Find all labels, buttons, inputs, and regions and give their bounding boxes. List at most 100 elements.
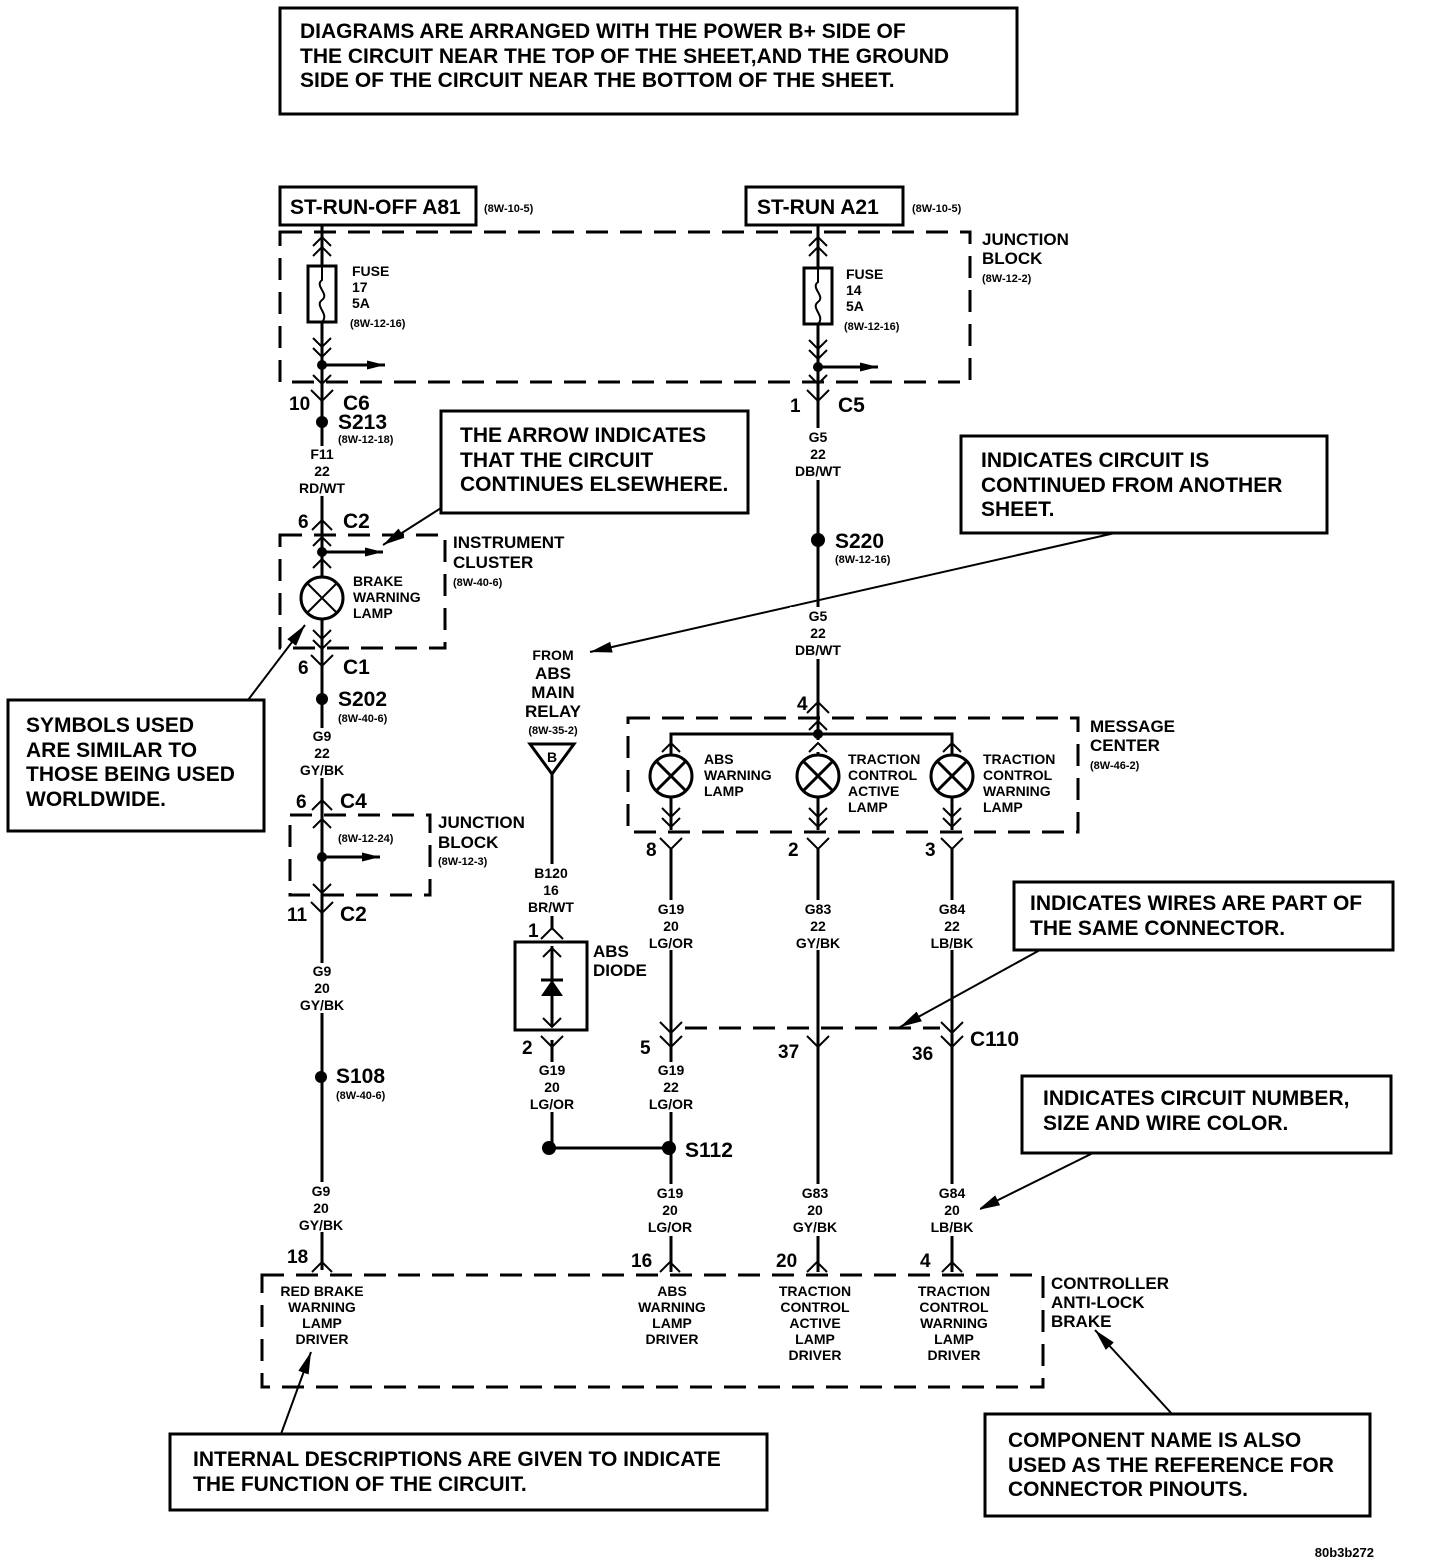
callout-arrow-box bbox=[439, 409, 750, 515]
connector-cab-pin-16: 16 bbox=[631, 1251, 652, 1272]
splice-s220-ref: (8W-12-16) bbox=[835, 554, 891, 566]
connector-c4-pin: 6 bbox=[296, 792, 307, 813]
wire-g19-cab-color: LG/OR bbox=[648, 1219, 692, 1235]
callout-symbols-box bbox=[6, 698, 266, 833]
abs-relay-label-from: FROM bbox=[532, 647, 573, 663]
fuse-17-ref: (8W-12-16) bbox=[350, 318, 406, 330]
wire-g19-c110-size: 22 bbox=[663, 1079, 679, 1095]
junction-block-top-name-2: BLOCK bbox=[982, 249, 1043, 268]
brake-lamp-label-2: WARNING bbox=[353, 589, 421, 605]
controller-outline bbox=[260, 1273, 1045, 1389]
wire-g5a-number: G5 bbox=[809, 429, 828, 445]
message-center-name-1: MESSAGE bbox=[1090, 717, 1175, 736]
fuse-17-label: FUSE bbox=[352, 263, 389, 279]
chevrons-junction-mid bbox=[312, 817, 332, 895]
callout-component-name-text: COMPONENT NAME IS ALSO USED AS THE REFER… bbox=[1008, 1429, 1334, 1501]
connector-diode-1-pin: 1 bbox=[528, 921, 539, 942]
connector-c110-pin-37: 37 bbox=[778, 1042, 799, 1063]
wire-g9a-color: GY/BK bbox=[300, 762, 344, 778]
wire-label-bg bbox=[924, 900, 980, 950]
connector-mc-tcw-pin: 3 bbox=[925, 840, 936, 861]
wire-g84-cab-number: G84 bbox=[939, 1185, 966, 1201]
wire-g83-mc-number: G83 bbox=[805, 901, 832, 917]
wire-g19-c110-number: G19 bbox=[658, 1062, 685, 1078]
connector-c1-name: C1 bbox=[343, 656, 370, 679]
pointer-internal-callout bbox=[280, 1351, 312, 1435]
wire-g83-mc-size: 22 bbox=[810, 918, 826, 934]
wire-g9b-size: 20 bbox=[314, 980, 330, 996]
connector-cab-pin-18: 18 bbox=[287, 1247, 308, 1268]
wire-label-bg bbox=[788, 1184, 844, 1236]
power-source-a81-ref: (8W-10-5) bbox=[484, 203, 534, 215]
wire-g5b-color: DB/WT bbox=[795, 642, 841, 658]
pin-desc-abs-1: ABS bbox=[657, 1283, 687, 1299]
tc-active-lamp-label-1: TRACTION bbox=[848, 751, 920, 767]
splice-s108-ref: (8W-40-6) bbox=[336, 1090, 386, 1102]
pin-desc-tc-warning-3: WARNING bbox=[920, 1315, 988, 1331]
connector-c5-pin: 1 bbox=[790, 396, 801, 417]
pin-desc-tc-warning-4: LAMP bbox=[934, 1331, 974, 1347]
controller-pin-descriptions: RED BRAKE WARNING LAMP DRIVER ABS WARNIN… bbox=[280, 1283, 990, 1363]
wire-label-bg bbox=[296, 1182, 348, 1232]
connector-c110-glyphs bbox=[659, 1021, 964, 1049]
callout-circuit-number-text: INDICATES CIRCUIT NUMBER, SIZE AND WIRE … bbox=[1043, 1087, 1350, 1135]
abs-lamp-label-3: LAMP bbox=[704, 783, 744, 799]
pin-desc-red-brake-4: DRIVER bbox=[296, 1331, 349, 1347]
pointer-circuit-number-callout bbox=[977, 1152, 1094, 1211]
connector-c5-name: C5 bbox=[838, 394, 865, 417]
abs-lamp-label-1: ABS bbox=[704, 751, 734, 767]
wire-g5b-size: 22 bbox=[810, 625, 826, 641]
wire-g19-mc-size: 20 bbox=[663, 918, 679, 934]
splice-s202-ref: (8W-40-6) bbox=[338, 713, 388, 725]
connector-mc-in-pin: 4 bbox=[797, 694, 808, 715]
connector-c2b-pin: 11 bbox=[287, 905, 308, 926]
connector-c1-glyph bbox=[310, 654, 334, 668]
abs-diode-label-1: ABS bbox=[593, 942, 629, 961]
splice-s213-name: S213 bbox=[338, 411, 387, 434]
fuse-14-element bbox=[814, 268, 822, 325]
wire-label-bg bbox=[790, 428, 846, 480]
callout-symbols-text: SYMBOLS USED ARE SIMILAR TO THOSE BEING … bbox=[26, 714, 235, 811]
instrument-cluster-ref: (8W-40-6) bbox=[453, 577, 503, 589]
junction-block-mid-ref: (8W-12-3) bbox=[438, 856, 488, 868]
wire-label-bg bbox=[644, 900, 700, 950]
splice-s220-name: S220 bbox=[835, 530, 884, 553]
splice-s202-dot bbox=[316, 693, 328, 705]
controller-name-2: ANTI-LOCK bbox=[1051, 1293, 1145, 1312]
wire-g9c-number: G9 bbox=[312, 1183, 331, 1199]
pin-desc-tc-warning-1: TRACTION bbox=[918, 1283, 990, 1299]
wire-g19-cab-number: G19 bbox=[657, 1185, 684, 1201]
instrument-cluster-name-2: CLUSTER bbox=[453, 553, 533, 572]
diode-icon bbox=[541, 946, 563, 1029]
junction-block-top-name-1: JUNCTION bbox=[982, 230, 1069, 249]
connector-c6-pin: 10 bbox=[289, 394, 310, 415]
splice-s213-ref: (8W-12-18) bbox=[338, 434, 394, 446]
splice-s108-dot bbox=[315, 1071, 327, 1083]
connector-c2a-name: C2 bbox=[343, 510, 370, 533]
wire-g84-mc-size: 22 bbox=[944, 918, 960, 934]
wire-label-bg bbox=[524, 1062, 580, 1112]
callout-internal-box bbox=[168, 1432, 769, 1512]
wire-g9a-number: G9 bbox=[313, 728, 332, 744]
message-center-outline bbox=[626, 716, 1080, 834]
pointer-continued-callout bbox=[589, 532, 1116, 653]
splice-s202-name: S202 bbox=[338, 688, 387, 711]
wire-label-bg bbox=[296, 728, 348, 778]
chevrons-cluster bbox=[312, 535, 332, 651]
chevrons-mc-top bbox=[661, 719, 962, 753]
pin-desc-abs-4: DRIVER bbox=[646, 1331, 699, 1347]
abs-relay-label-main: MAIN bbox=[531, 683, 574, 702]
connector-c110-pin-36: 36 bbox=[912, 1044, 933, 1065]
callout-continued-box bbox=[959, 434, 1329, 535]
wire-g9b-number: G9 bbox=[313, 963, 332, 979]
callout-component-name-box bbox=[983, 1412, 1372, 1518]
fuse-17-rating: 5A bbox=[352, 295, 370, 311]
off-sheet-connector-icon: B bbox=[527, 742, 577, 777]
abs-diode-label-2: DIODE bbox=[593, 961, 647, 980]
brake-lamp-label-3: LAMP bbox=[353, 605, 393, 621]
callout-top-box bbox=[278, 6, 1019, 116]
connector-chevrons-top bbox=[310, 235, 830, 403]
callout-same-connector-box bbox=[1012, 880, 1395, 952]
tc-warning-lamp-label-2: CONTROL bbox=[983, 767, 1053, 783]
pin-desc-red-brake-1: RED BRAKE bbox=[280, 1283, 363, 1299]
